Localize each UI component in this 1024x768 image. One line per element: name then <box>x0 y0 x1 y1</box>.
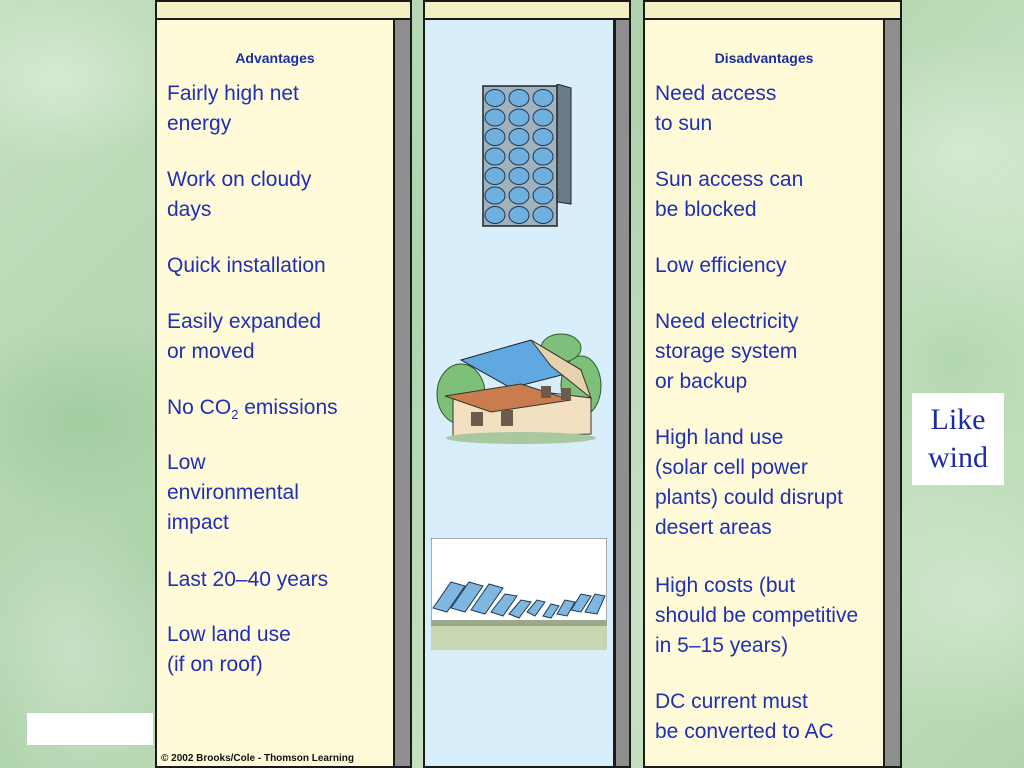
solar-panel-icon <box>482 84 572 227</box>
copyright-credit: © 2002 Brooks/Cole - Thomson Learning <box>161 753 354 764</box>
disadvantages-panel-top <box>643 0 902 20</box>
disadvantage-item: Low efficiency <box>655 254 787 277</box>
solar-cell <box>508 147 530 166</box>
disadvantages-panel: Disadvantages Need access to sun Sun acc… <box>643 0 902 768</box>
side-note-box: Like wind <box>912 393 1004 485</box>
advantage-item: Last 20–40 years <box>167 568 329 591</box>
solar-cell <box>484 147 506 166</box>
solar-cell <box>484 186 506 205</box>
solar-cell <box>508 108 530 127</box>
solar-cell <box>532 89 554 107</box>
solar-cell <box>508 128 530 146</box>
disadvantage-item: Sun access can be blocked <box>655 168 804 221</box>
disadvantages-title: Disadvantages <box>714 50 814 66</box>
solar-cell <box>532 128 554 146</box>
co2-prefix: No CO <box>167 396 232 419</box>
illustration-panel-side <box>614 18 631 768</box>
solar-cell <box>484 128 506 146</box>
illustration-panel <box>423 0 631 768</box>
solar-cell <box>484 108 506 127</box>
house-with-solar-roof-icon <box>436 333 602 444</box>
solar-cell <box>508 167 530 185</box>
advantage-item-co2: No CO2 emissions <box>167 393 338 430</box>
advantage-item: Fairly high net energy <box>167 82 299 135</box>
advantage-item: Easily expanded or moved <box>167 310 322 363</box>
advantages-panel: Advantages Fairly high net energy Work o… <box>155 0 412 768</box>
blank-white-box <box>27 713 153 745</box>
disadvantages-panel-face: Disadvantages Need access to sun Sun acc… <box>643 18 885 768</box>
illustration-panel-top <box>423 0 631 20</box>
disadvantage-item: High land use (solar cell power plants) … <box>655 426 843 539</box>
solar-cell <box>532 167 554 185</box>
disadvantage-item: Need electricity storage system or backu… <box>655 310 799 393</box>
solar-cell <box>532 108 554 127</box>
advantages-panel-side <box>393 18 412 768</box>
side-note-line: Like <box>930 403 986 436</box>
solar-cell <box>508 186 530 205</box>
solar-cell <box>484 167 506 185</box>
disadvantages-panel-side <box>883 18 902 768</box>
disadvantage-item: High costs (but should be competitive in… <box>655 574 859 657</box>
disadvantage-item: DC current must be converted to AC <box>655 690 834 743</box>
co2-subscript: 2 <box>231 407 239 423</box>
solar-cell <box>532 186 554 205</box>
solar-cell <box>508 89 530 107</box>
advantages-title: Advantages <box>235 50 315 66</box>
advantages-panel-face: Advantages Fairly high net energy Work o… <box>155 18 395 768</box>
advantages-panel-top <box>155 0 412 20</box>
co2-suffix: emissions <box>238 396 338 419</box>
illustration-panel-face <box>423 18 615 768</box>
solar-cell <box>484 89 506 107</box>
solar-cell <box>508 206 530 224</box>
solar-array-field-icon <box>431 538 607 650</box>
solar-cell <box>532 147 554 166</box>
advantage-item: Low environmental impact <box>167 451 299 534</box>
side-note-line: wind <box>928 441 988 474</box>
advantage-item: Low land use (if on roof) <box>167 623 291 676</box>
advantage-item: Work on cloudy days <box>167 168 312 221</box>
advantage-item: Quick installation <box>167 254 326 277</box>
solar-cell <box>484 206 506 224</box>
solar-cell <box>532 206 554 224</box>
disadvantage-item: Need access to sun <box>655 82 777 135</box>
